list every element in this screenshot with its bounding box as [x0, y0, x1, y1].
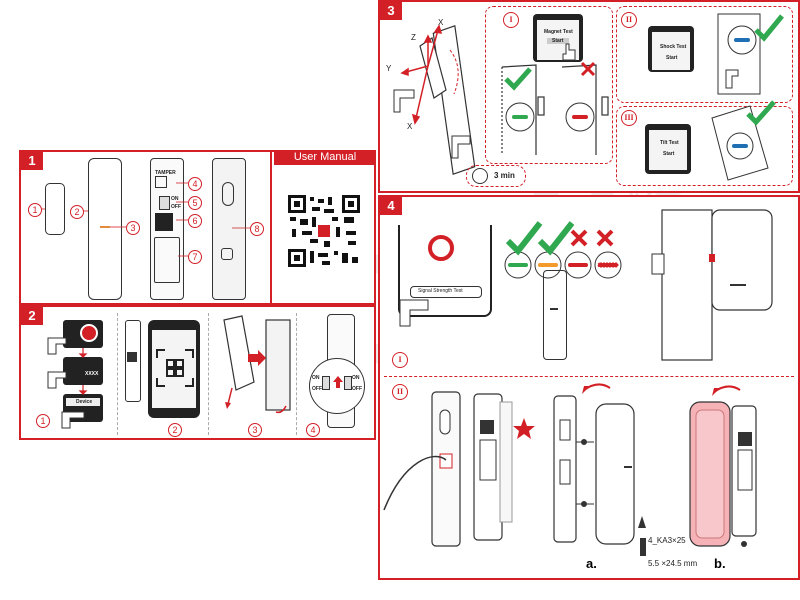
detector-s4-led [550, 308, 558, 310]
callout-8: 8 [250, 222, 264, 236]
shock-test-illustration [717, 13, 784, 95]
roman-iii-s3: III [621, 110, 637, 126]
clock-icon [472, 168, 488, 184]
step2-separator-2 [208, 313, 209, 435]
roman-ii-s3: II [621, 12, 637, 28]
roman-ii-s4: II [392, 384, 408, 400]
zoom-off-right: OFF [352, 386, 362, 392]
step2-callout-4: 4 [306, 423, 320, 437]
test-group-i [485, 6, 613, 164]
panel1-divider [270, 152, 272, 303]
anchor-spec: 5.5 ×24.5 mm [648, 559, 698, 568]
axis-z-label: Z [411, 33, 416, 42]
tilt-test-illustration [711, 100, 776, 181]
signal-test-label: Signal Strength Test [418, 288, 463, 294]
zoom-switch-left [322, 376, 330, 390]
zoom-on-left: ON [312, 375, 320, 381]
section4-separator [384, 376, 794, 377]
axis-x-label: X [438, 18, 444, 27]
magnet-test-label: Magnet Test [544, 29, 573, 35]
callout-7: 7 [188, 250, 202, 264]
tamper-label: TAMPER [155, 170, 176, 176]
option-b-label: b. [714, 556, 726, 571]
signal-button-icon [428, 235, 454, 261]
test-group-iii [616, 106, 793, 186]
timer-box [466, 165, 526, 187]
scan-frame-icon [156, 349, 194, 387]
axis-y-label: Y [386, 64, 392, 73]
test-group-ii [616, 6, 793, 103]
mounting-hole-top [222, 182, 234, 206]
step2-callout-3: 3 [248, 423, 262, 437]
step2-callout-2: 2 [168, 423, 182, 437]
mounting-hole-bottom [221, 248, 233, 260]
open-housing-illustration [223, 315, 291, 414]
signal-hand-icon [399, 299, 429, 327]
sticker-strip [125, 320, 141, 402]
signal-test-field [410, 286, 482, 298]
section-3-tag: 3 [380, 2, 402, 20]
battery [154, 237, 180, 283]
callout-4: 4 [188, 177, 202, 191]
option-a-label: a. [586, 556, 597, 571]
device-label: Device [76, 399, 93, 405]
zoom-off-left: OFF [312, 386, 322, 392]
tilt-start-label: Start [663, 151, 675, 157]
detector-front [88, 158, 122, 300]
shock-test-label: Shock Test [660, 44, 687, 50]
indicator-led [100, 226, 110, 228]
magnet-part [45, 183, 65, 235]
screw-spec: 4_KA3×25 [648, 536, 686, 545]
user-manual-title: User Manual [274, 150, 376, 165]
zoom-on-right: ON [352, 375, 360, 381]
callout-3: 3 [126, 221, 140, 235]
section-4-tag: 4 [380, 197, 402, 215]
tilt-test-label: Tilt Test [660, 140, 679, 146]
install-illustrations [383, 383, 757, 556]
callout-5: 5 [188, 196, 202, 210]
step2-separator-1 [117, 313, 118, 435]
timer-text: 3 min [494, 171, 515, 180]
section-2-tag: 2 [21, 307, 43, 325]
switch-arrow-icon [333, 376, 343, 388]
tamper-switch [155, 176, 167, 188]
shock-start-label: Start [666, 55, 678, 61]
mounting-plate [212, 158, 246, 300]
roman-i-s3: I [503, 12, 519, 28]
qr-label-sticker [155, 213, 173, 231]
device-add-field [66, 398, 100, 406]
phone-shock-screen [652, 32, 690, 70]
tap-hand-icon [562, 43, 576, 61]
device-id-text: XXXX [85, 371, 99, 377]
qr-code [288, 195, 360, 267]
axis-x2-label: X [407, 122, 413, 131]
phone-signal-frame [398, 225, 492, 317]
signal-indicators [504, 221, 622, 279]
axis-illustration [393, 24, 476, 176]
zoom-switch-right [344, 376, 352, 390]
switch-on-label: ON [171, 196, 179, 202]
magnet-start-btn [547, 38, 569, 44]
detector-s4 [543, 270, 567, 360]
phone-tilt-screen [649, 130, 687, 170]
roman-i-s4: I [392, 352, 408, 368]
scan-button-icon [80, 324, 98, 342]
callout-2: 2 [70, 205, 84, 219]
callout-6: 6 [188, 214, 202, 228]
door-install-illustration [651, 209, 773, 361]
callout-1: 1 [28, 203, 42, 217]
door-illustrations-i [501, 61, 609, 155]
phone-strip-2 [63, 357, 103, 385]
magnet-start-label: Start [552, 38, 564, 44]
power-switch [159, 196, 170, 210]
sticker-qr [127, 352, 137, 362]
switch-off-label: OFF [171, 204, 181, 210]
section-1-tag: 1 [21, 152, 43, 170]
step2-callout-1: 1 [36, 414, 50, 428]
step2-separator-3 [296, 313, 297, 435]
